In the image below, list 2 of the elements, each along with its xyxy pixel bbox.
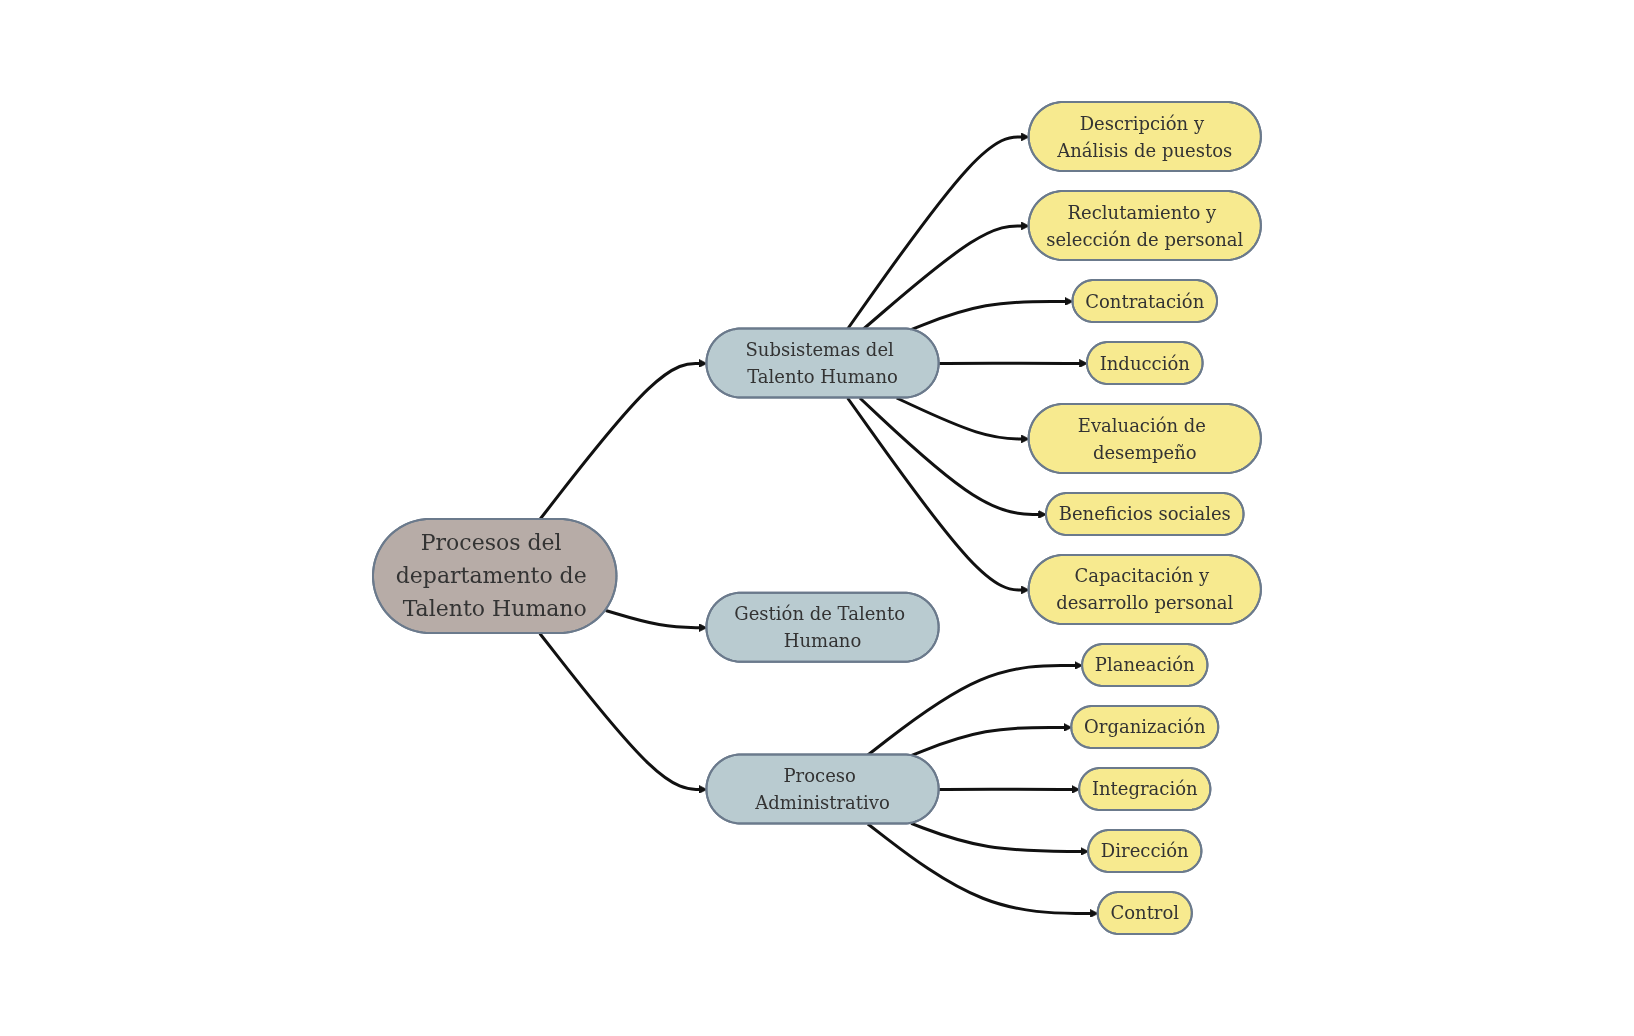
arrow	[939, 359, 1088, 368]
arrow	[858, 396, 1047, 519]
